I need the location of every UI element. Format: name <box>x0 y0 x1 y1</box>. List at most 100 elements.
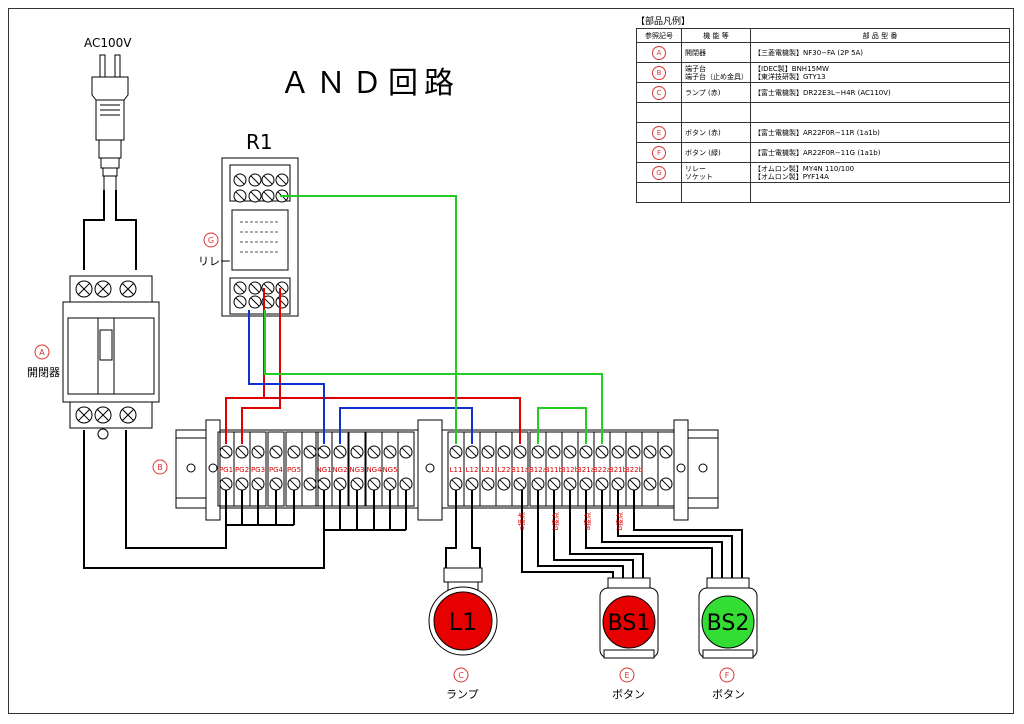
legend-part-text: 【富士電機製】AR22F0R−11G (1a1b) <box>754 148 881 157</box>
terminal-screw-top-slot <box>645 447 655 457</box>
terminal-screw-bottom-slot <box>515 479 525 489</box>
terminal-screw-bottom-slot <box>565 479 575 489</box>
terminal-screw-top-slot <box>289 447 299 457</box>
legend-row <box>636 182 1010 203</box>
button-bs2 <box>698 577 758 659</box>
relay-terminal-slot <box>277 175 287 185</box>
terminal-block <box>175 419 719 521</box>
terminal-screw-bottom-slot <box>271 479 281 489</box>
terminal-screw-bottom-slot <box>581 479 591 489</box>
ref-marker-b: B <box>152 459 168 475</box>
terminal-label: L21 <box>482 466 495 474</box>
legend-function-text: 端子台 <box>685 64 706 73</box>
terminal-screw-top-slot <box>385 447 395 457</box>
terminal-screw-bottom-slot <box>613 479 623 489</box>
legend-part-cell <box>750 182 1010 203</box>
terminal-screw-top-slot <box>369 447 379 457</box>
contact-label: a接点 <box>517 512 526 530</box>
terminal-screw-top-slot <box>253 447 263 457</box>
ref-marker-a: A <box>34 344 50 360</box>
terminal-label: B22a <box>593 466 611 474</box>
terminal-screw-top-slot <box>613 447 623 457</box>
terminal-screw-bottom-slot <box>352 479 362 489</box>
legend-ref-mark: E <box>652 125 666 140</box>
terminal-label: PG3 <box>251 466 265 474</box>
relay-terminal-slot <box>235 297 245 307</box>
terminal-label: B11b <box>545 466 564 474</box>
terminal-screw-top-slot <box>271 447 281 457</box>
terminal-screw-bottom-slot <box>645 479 655 489</box>
relay-terminal-slot <box>235 191 245 201</box>
relay-terminal-slot <box>263 297 273 307</box>
circuit-breaker <box>62 275 160 440</box>
ref-a-label: 開閉器 <box>27 366 60 379</box>
terminal-screw-top-slot <box>629 447 639 457</box>
legend-ref-mark: F <box>652 145 666 160</box>
terminal-screw-top-slot <box>483 447 493 457</box>
terminal-label: B21a <box>577 466 595 474</box>
button1-label: BS1 <box>608 611 651 636</box>
lamp-label: L1 <box>449 608 478 636</box>
terminal-screw-bottom-slot <box>253 479 263 489</box>
terminal-label: B21b <box>609 466 628 474</box>
terminal-screw-top-slot <box>661 447 671 457</box>
legend-ref-mark: B <box>652 65 666 80</box>
relay-terminal-slot <box>263 283 273 293</box>
terminal-screw-top-slot <box>319 447 329 457</box>
legend-function-text: ボタン (緑) <box>685 148 721 157</box>
relay-terminal-slot <box>250 191 260 201</box>
legend-part-text: 【三菱電機製】NF30−FA (2P 5A) <box>754 48 864 57</box>
ref-f-mark: F <box>725 671 730 680</box>
terminal-label: PG4 <box>269 466 284 474</box>
legend-ref-mark: G <box>652 165 666 180</box>
terminal-screw-top-slot <box>451 447 461 457</box>
relay-terminal-slot <box>277 283 287 293</box>
relay-name: R1 <box>246 130 273 154</box>
terminal-screw-top-slot <box>335 447 345 457</box>
legend-part-text: 【オムロン製】MY4N 110/100 <box>754 164 855 173</box>
terminal-screw-bottom-slot <box>237 479 247 489</box>
relay-terminal-slot <box>235 175 245 185</box>
legend-function-text: 端子台（止め金具） <box>685 72 748 81</box>
terminal-screw-bottom-slot <box>369 479 379 489</box>
terminal-screw-bottom-slot <box>221 479 231 489</box>
terminal-screw-top-slot <box>533 447 543 457</box>
relay-terminal-slot <box>250 297 260 307</box>
terminal-label: NG1 <box>316 466 331 474</box>
terminal-screw-bottom-slot <box>661 479 671 489</box>
terminal-screw-bottom-slot <box>335 479 345 489</box>
terminal-screw-bottom-slot <box>533 479 543 489</box>
legend-function-text: ソケット <box>685 172 713 181</box>
terminal-screw-bottom-slot <box>597 479 607 489</box>
terminal-screw-top-slot <box>237 447 247 457</box>
green-wires <box>264 195 603 444</box>
legend-function-text: リレー <box>685 164 706 173</box>
terminal-label: L12 <box>466 466 479 474</box>
relay-terminal-slot <box>250 283 260 293</box>
relay-socket <box>221 157 299 317</box>
terminal-label: B11a <box>511 466 529 474</box>
contact-label: b接点 <box>551 512 560 530</box>
black-wires <box>83 430 743 582</box>
terminal-label: NG4 <box>366 466 382 474</box>
terminal-screw-top-slot <box>499 447 509 457</box>
terminal-screw-top-slot <box>515 447 525 457</box>
terminal-screw-bottom-slot <box>305 479 315 489</box>
ref-a-mark: A <box>39 348 45 357</box>
legend-function-text: ボタン (赤) <box>685 128 721 137</box>
terminal-label: L22 <box>498 466 511 474</box>
terminal-screw-bottom-slot <box>467 479 477 489</box>
ref-e-label: ボタン <box>612 688 645 701</box>
terminal-label: NG2 <box>332 466 347 474</box>
legend-function-cell: 端子台端子台（止め金具） <box>681 62 751 83</box>
terminal-screw-bottom-slot <box>289 479 299 489</box>
ref-marker-f: F <box>719 667 735 683</box>
terminal-screw-bottom-slot <box>549 479 559 489</box>
